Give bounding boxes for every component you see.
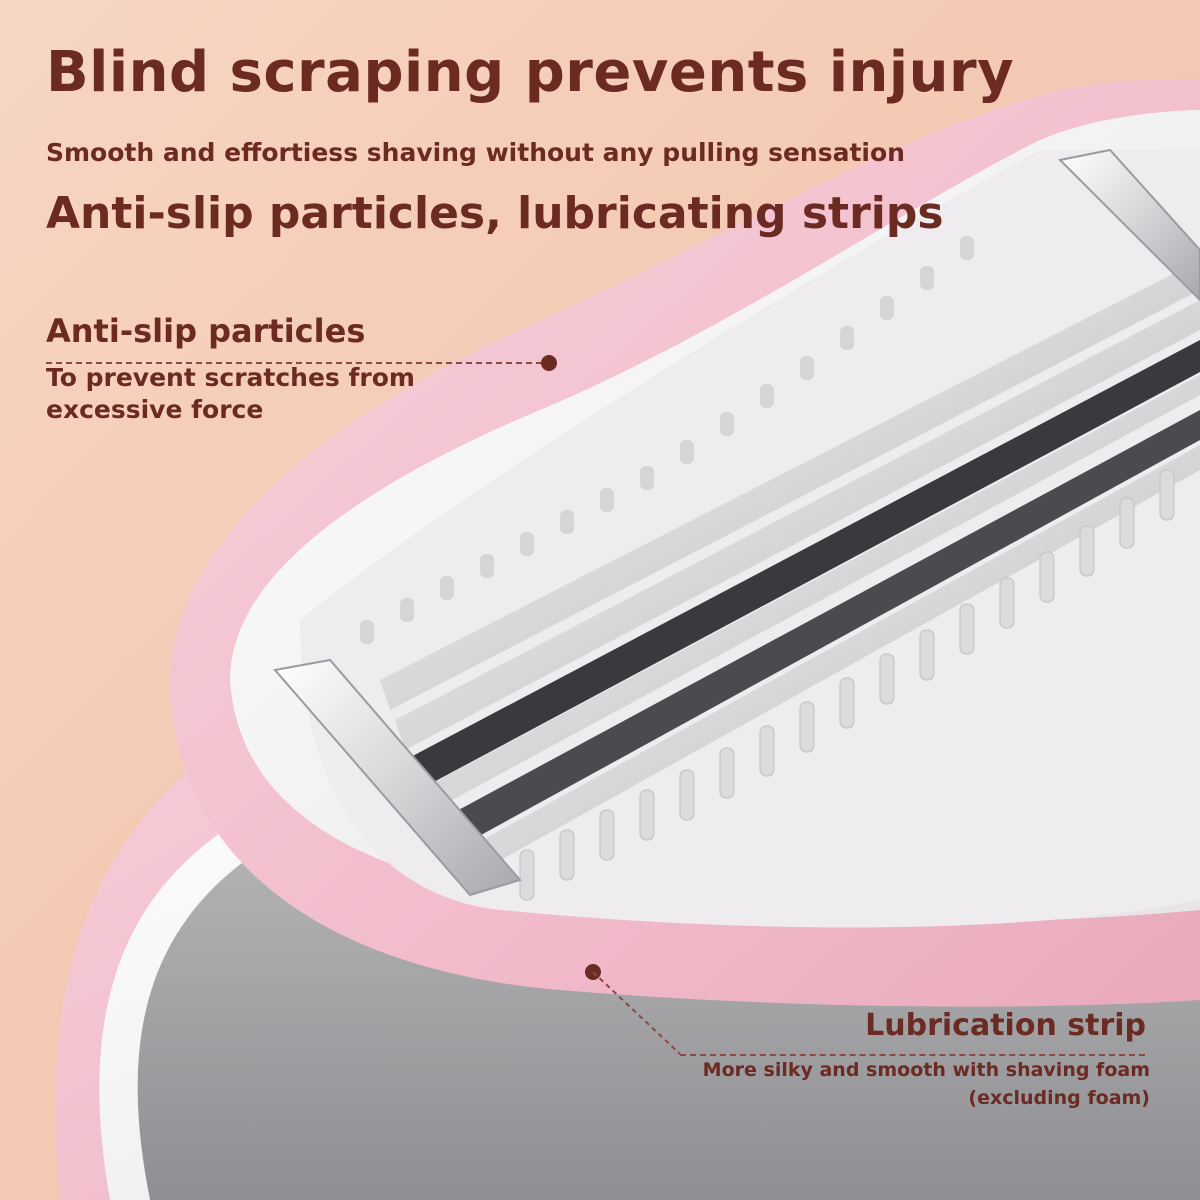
sub-heading: Smooth and effortiess shaving without an… — [46, 138, 905, 167]
main-heading: Blind scraping prevents injury — [46, 40, 1015, 105]
lubrication-desc-line1: More silky and smooth with shaving foam — [702, 1059, 1150, 1081]
lubrication-title: Lubrication strip — [865, 1008, 1146, 1043]
anti-slip-marker-dot — [541, 355, 557, 371]
lubrication-description: More silky and smooth with shaving foam … — [630, 1056, 1150, 1112]
second-heading: Anti-slip particles, lubricating strips — [46, 188, 944, 239]
lubrication-leader-line — [680, 1054, 1145, 1056]
lubrication-marker-dot — [585, 964, 601, 980]
lubrication-desc-line2: (excluding foam) — [968, 1087, 1150, 1109]
anti-slip-description: To prevent scratches from excessive forc… — [46, 363, 415, 424]
anti-slip-title: Anti-slip particles — [46, 312, 366, 350]
anti-slip-leader-line — [46, 362, 542, 364]
